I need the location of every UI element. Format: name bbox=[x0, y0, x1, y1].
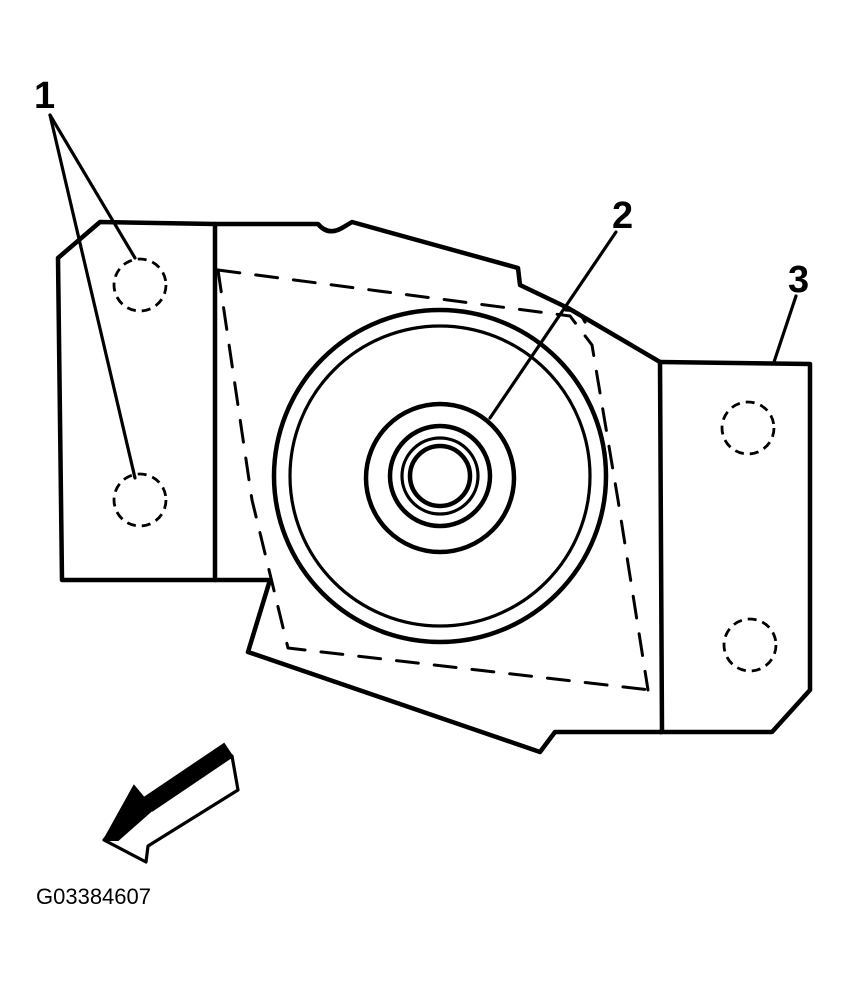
callout-3: 3 bbox=[788, 259, 809, 301]
mount-body bbox=[212, 219, 665, 755]
bolt-hole-right-lower bbox=[722, 617, 778, 673]
leader-lines bbox=[48, 113, 798, 480]
left-bracket bbox=[55, 219, 218, 583]
mount-rings bbox=[271, 307, 609, 645]
right-bracket bbox=[657, 359, 813, 735]
callout-2: 2 bbox=[612, 195, 633, 237]
bolt-hole-left-lower bbox=[112, 472, 168, 528]
hidden-outline bbox=[216, 268, 652, 692]
callout-1: 1 bbox=[34, 75, 55, 117]
bolt-hole-right-upper bbox=[720, 400, 776, 456]
figure-id: G03384607 bbox=[36, 884, 151, 909]
forward-direction-arrow bbox=[102, 742, 240, 864]
bolt-hole-left-upper bbox=[112, 257, 168, 313]
insulator-outer bbox=[363, 401, 517, 555]
bolt-holes bbox=[112, 257, 778, 673]
